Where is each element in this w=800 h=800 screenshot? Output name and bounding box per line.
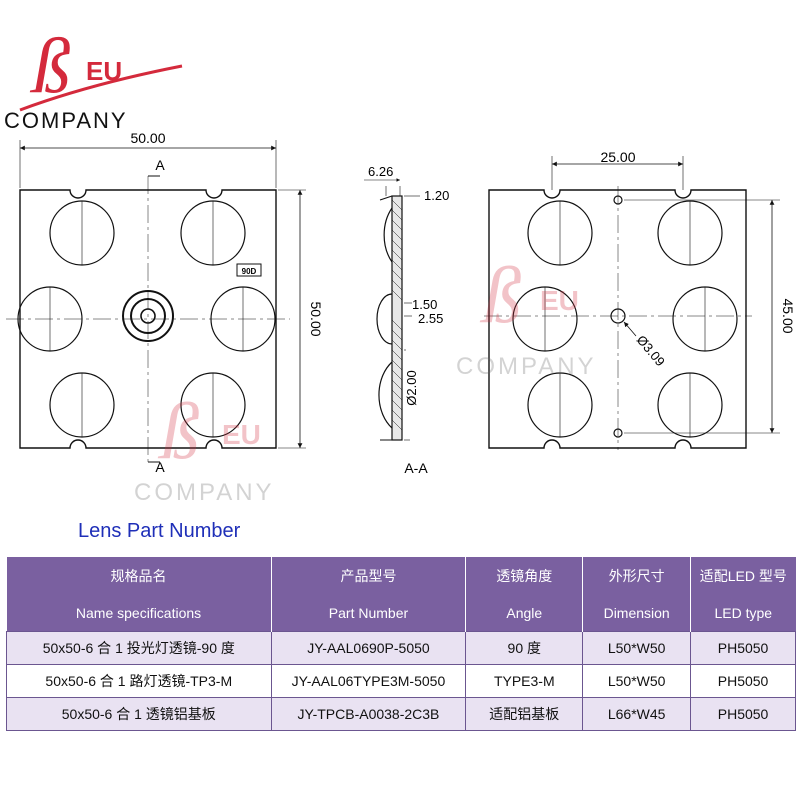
header-part-en: Part Number — [271, 594, 467, 632]
cell-part: JY-TPCB-A0038-2C3B — [270, 697, 467, 731]
table-row: 50x50-6 合 1 路灯透镜-TP3-M JY-AAL06TYPE3M-50… — [6, 664, 796, 698]
cell-name: 50x50-6 合 1 路灯透镜-TP3-M — [6, 664, 272, 698]
dia-dim-label: Ø2.00 — [404, 370, 419, 405]
hole-dia-label: Ø3.09 — [634, 332, 668, 369]
technical-drawing: ß EU COMPANY 50.00 A A — [4, 22, 796, 506]
table-row: 50x50-6 合 1 透镜铝基板 JY-TPCB-A0038-2C3B 适配铝… — [6, 697, 796, 731]
table-title: Lens Part Number — [78, 520, 241, 542]
header-led-cn: 适配LED 型号 — [690, 557, 796, 594]
dim-b-label: 2.55 — [418, 311, 443, 326]
section-label-bottom: A — [155, 459, 165, 475]
header-row-cn: 规格品名 产品型号 透镜角度 外形尺寸 适配LED 型号 — [6, 557, 796, 594]
cell-dimension: L50*W50 — [582, 631, 692, 665]
angle-tag: 90D — [242, 267, 257, 276]
height-dim-label: 50.00 — [308, 301, 324, 336]
cell-angle: 90 度 — [465, 631, 584, 665]
cell-name: 50x50-6 合 1 投光灯透镜-90 度 — [6, 631, 272, 665]
header-dimension-en: Dimension — [582, 594, 692, 632]
cell-angle: TYPE3-M — [465, 664, 584, 698]
watermark-left-eu: EU — [222, 419, 261, 450]
pitch-dim-label: 25.00 — [600, 149, 635, 165]
watermark-left-mark: ß — [157, 388, 200, 476]
section-label-top: A — [155, 157, 165, 173]
header-name-en: Name specifications — [6, 594, 272, 632]
watermark-right-mark: ß — [479, 252, 522, 340]
cell-led: PH5050 — [690, 631, 796, 665]
part-number-table: 规格品名 产品型号 透镜角度 外形尺寸 适配LED 型号 Name specif… — [6, 557, 796, 731]
cell-dimension: L66*W45 — [582, 697, 692, 731]
header-dimension-cn: 外形尺寸 — [582, 557, 692, 594]
cell-part: JY-AAL0690P-5050 — [270, 631, 467, 665]
watermark-left: ß EU COMPANY — [134, 388, 275, 506]
logo-company: COMPANY — [4, 108, 128, 133]
cell-dimension: L50*W50 — [582, 664, 692, 698]
front-view — [6, 140, 306, 463]
cell-led: PH5050 — [690, 697, 796, 731]
company-logo: ß EU COMPANY — [4, 22, 183, 133]
table-row: 50x50-6 合 1 投光灯透镜-90 度 JY-AAL0690P-5050 … — [6, 631, 796, 665]
flange-dim-label: 1.20 — [424, 188, 449, 203]
watermark-right: ß EU COMPANY — [456, 252, 597, 380]
header-angle-cn: 透镜角度 — [465, 557, 584, 594]
back-view — [484, 156, 780, 450]
header-row-en: Name specifications Part Number Angle Di… — [6, 594, 796, 632]
header-led-en: LED type — [690, 594, 796, 632]
cell-led: PH5050 — [690, 664, 796, 698]
section-view — [364, 178, 420, 441]
thickness-dim-label: 6.26 — [368, 164, 393, 179]
dim-a-label: 1.50 — [412, 297, 437, 312]
watermark-right-company: COMPANY — [456, 353, 597, 380]
back-height-dim-label: 45.00 — [780, 298, 796, 333]
header-angle-en: Angle — [465, 594, 584, 632]
cell-part: JY-AAL06TYPE3M-5050 — [270, 664, 467, 698]
cell-name: 50x50-6 合 1 透镜铝基板 — [6, 697, 272, 731]
watermark-right-eu: EU — [540, 285, 579, 316]
header-name-cn: 规格品名 — [6, 557, 272, 594]
watermark-left-company: COMPANY — [134, 479, 275, 506]
cell-angle: 适配铝基板 — [465, 697, 584, 731]
header-part-cn: 产品型号 — [271, 557, 467, 594]
width-dim-label: 50.00 — [130, 130, 165, 146]
section-name-label: A-A — [404, 460, 428, 476]
